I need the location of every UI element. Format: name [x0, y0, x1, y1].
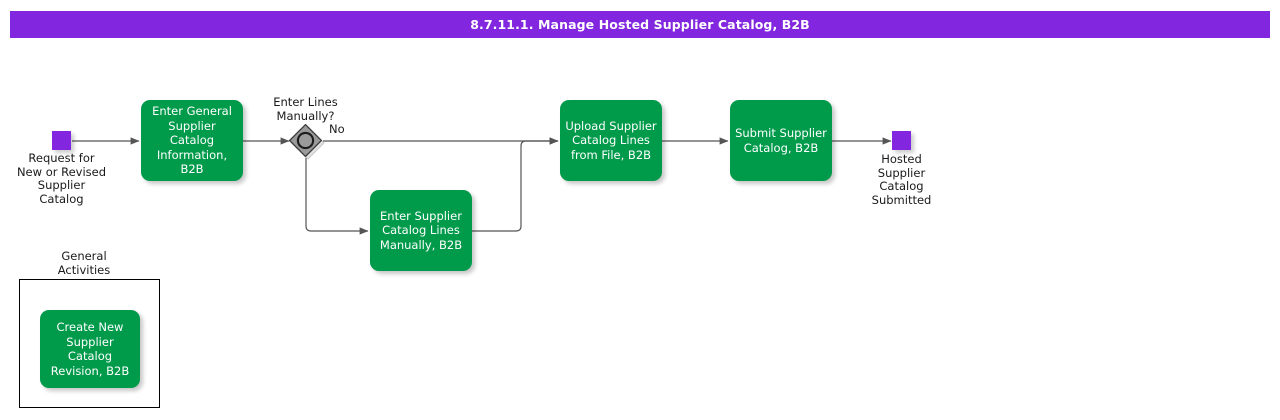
- gateway-enter-lines-manually[interactable]: [288, 123, 325, 160]
- page-title: 8.7.11.1. Manage Hosted Supplier Catalog…: [470, 17, 810, 32]
- start-event-label: Request for New or Revised Supplier Cata…: [16, 151, 107, 206]
- task-enter-general-supplier-catalog-information[interactable]: Enter General Supplier Catalog Informati…: [141, 100, 243, 181]
- gateway-branch-label-no: No: [329, 122, 345, 136]
- task-label: Upload Supplier Catalog Lines from File,…: [565, 118, 657, 162]
- start-event[interactable]: [52, 131, 71, 150]
- page-title-bar: 8.7.11.1. Manage Hosted Supplier Catalog…: [10, 11, 1270, 38]
- gateway-inner-circle: [296, 131, 315, 150]
- task-label: Enter General Supplier Catalog Informati…: [152, 104, 232, 177]
- flow-gateway-to-manual: [305, 158, 369, 235]
- group-general-activities-title: General Activities: [57, 249, 111, 277]
- end-event-label: Hosted Supplier Catalog Submitted: [871, 152, 932, 207]
- task-submit-supplier-catalog[interactable]: Submit Supplier Catalog, B2B: [730, 100, 832, 181]
- task-upload-supplier-catalog-lines-from-file[interactable]: Upload Supplier Catalog Lines from File,…: [560, 100, 662, 181]
- task-label: Submit Supplier Catalog, B2B: [735, 126, 827, 155]
- task-label: Create New Supplier Catalog Revision, B2…: [50, 320, 130, 378]
- end-event[interactable]: [892, 131, 911, 150]
- group-general-activities: [19, 279, 160, 408]
- gateway-label: Enter Lines Manually?: [273, 95, 338, 123]
- flow-manual-to-upload: [472, 137, 559, 232]
- task-enter-supplier-catalog-lines-manually[interactable]: Enter Supplier Catalog Lines Manually, B…: [370, 190, 472, 271]
- task-create-new-supplier-catalog-revision[interactable]: Create New Supplier Catalog Revision, B2…: [40, 310, 140, 388]
- task-label: Enter Supplier Catalog Lines Manually, B…: [379, 208, 463, 252]
